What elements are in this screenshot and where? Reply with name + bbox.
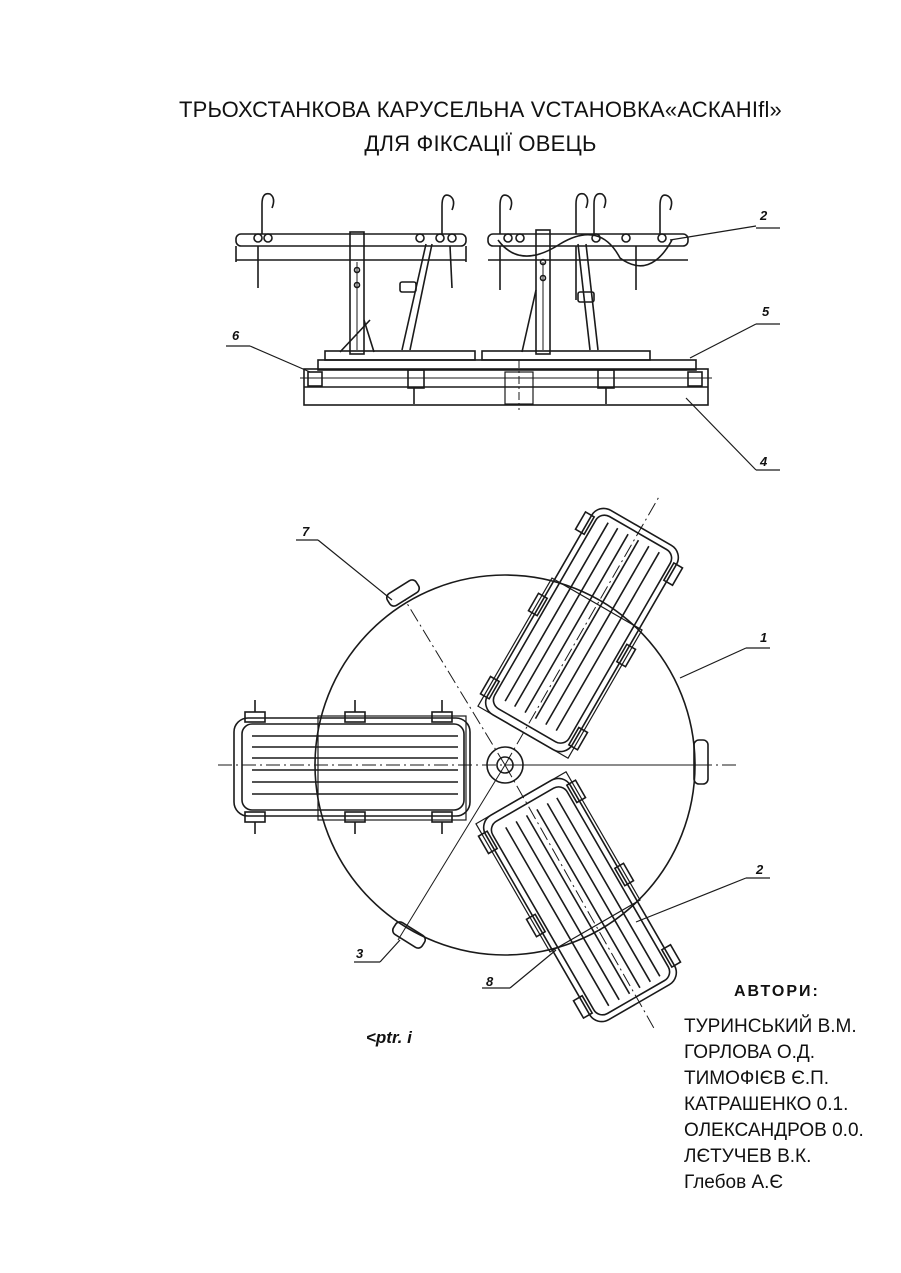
authors-list: ТУРИНСЬКИЙ В.М. ГОРЛОВА О.Д. ТИМОФІЄВ Є.… xyxy=(684,1014,864,1196)
author-name: Глебов А.Є xyxy=(684,1170,864,1196)
callout-4: 4 xyxy=(760,454,767,469)
side-view xyxy=(226,194,780,470)
cradle-left xyxy=(234,700,470,834)
plan-view xyxy=(218,495,770,1030)
callout-2-bottom: 2 xyxy=(756,862,763,877)
author-name: ТУРИНСЬКИЙ В.М. xyxy=(684,1014,864,1040)
author-name: ГОРЛОВА О.Д. xyxy=(684,1040,864,1066)
author-name: ТИМОФІЄВ Є.П. xyxy=(684,1066,864,1092)
left-stand xyxy=(236,194,466,354)
callout-1: 1 xyxy=(760,630,767,645)
cradle-lower-right xyxy=(473,770,688,1030)
callout-5: 5 xyxy=(762,304,769,319)
author-name: ОЛЕКСАНДРОВ 0.0. xyxy=(684,1118,864,1144)
author-name: КАТРАШЕНКО 0.1. xyxy=(684,1092,864,1118)
figure-caption: <ptr. i xyxy=(366,1028,412,1048)
callout-2-top: 2 xyxy=(760,208,767,223)
author-name: ЛЄТУЧЕВ В.К. xyxy=(684,1144,864,1170)
callout-6: 6 xyxy=(232,328,239,343)
callout-3: 3 xyxy=(356,946,363,961)
authors-heading: АВТОРИ: xyxy=(734,983,820,1001)
callout-7: 7 xyxy=(302,524,309,539)
callout-8: 8 xyxy=(486,974,493,989)
right-stand xyxy=(488,194,688,354)
